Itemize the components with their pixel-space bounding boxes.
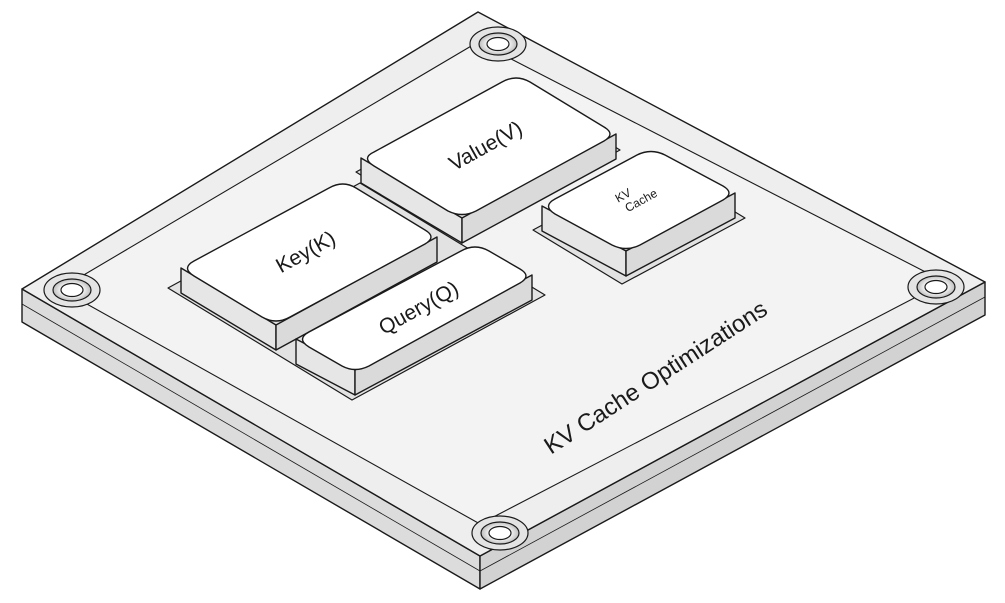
kv-cache-block	[541, 150, 736, 277]
mount-hole-bottom	[471, 515, 529, 551]
cache-label-line1: KV	[613, 185, 634, 205]
cache-block-top	[547, 150, 730, 250]
mount-hole-left	[43, 272, 101, 308]
mount-hole-top	[469, 26, 527, 62]
key-block-top	[186, 183, 432, 322]
query-block	[295, 246, 533, 396]
value-block-top	[366, 77, 611, 216]
key-block	[180, 183, 438, 351]
value-block	[360, 77, 617, 244]
plate-edge-lines	[21, 296, 986, 572]
query-block-top	[301, 246, 527, 371]
mount-hole-right	[907, 269, 965, 305]
